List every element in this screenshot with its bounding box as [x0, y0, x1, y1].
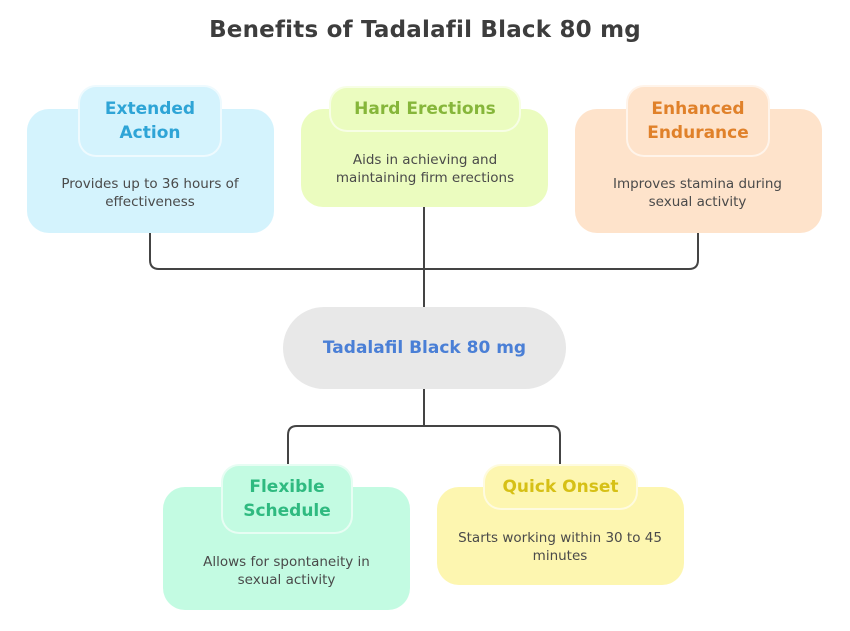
- diagram-title: Benefits of Tadalafil Black 80 mg: [209, 17, 641, 43]
- bottom-branch-connector: [287, 425, 561, 464]
- node-quick-onset-desc: Starts working within 30 to 45 minutes: [458, 530, 662, 564]
- node-quick-onset-title: Quick Onset: [483, 464, 638, 510]
- node-hard-erections-title: Hard Erections: [329, 86, 521, 132]
- center-node: Tadalafil Black 80 mg: [283, 307, 566, 389]
- node-flexible-schedule-desc: Allows for spontaneity in sexual activit…: [203, 554, 370, 588]
- node-extended-action-desc: Provides up to 36 hours of effectiveness: [61, 176, 239, 210]
- node-hard-erections-desc: Aids in achieving and maintaining firm e…: [335, 152, 515, 186]
- node-enhanced-endurance-desc: Improves stamina during sexual activity: [612, 176, 782, 210]
